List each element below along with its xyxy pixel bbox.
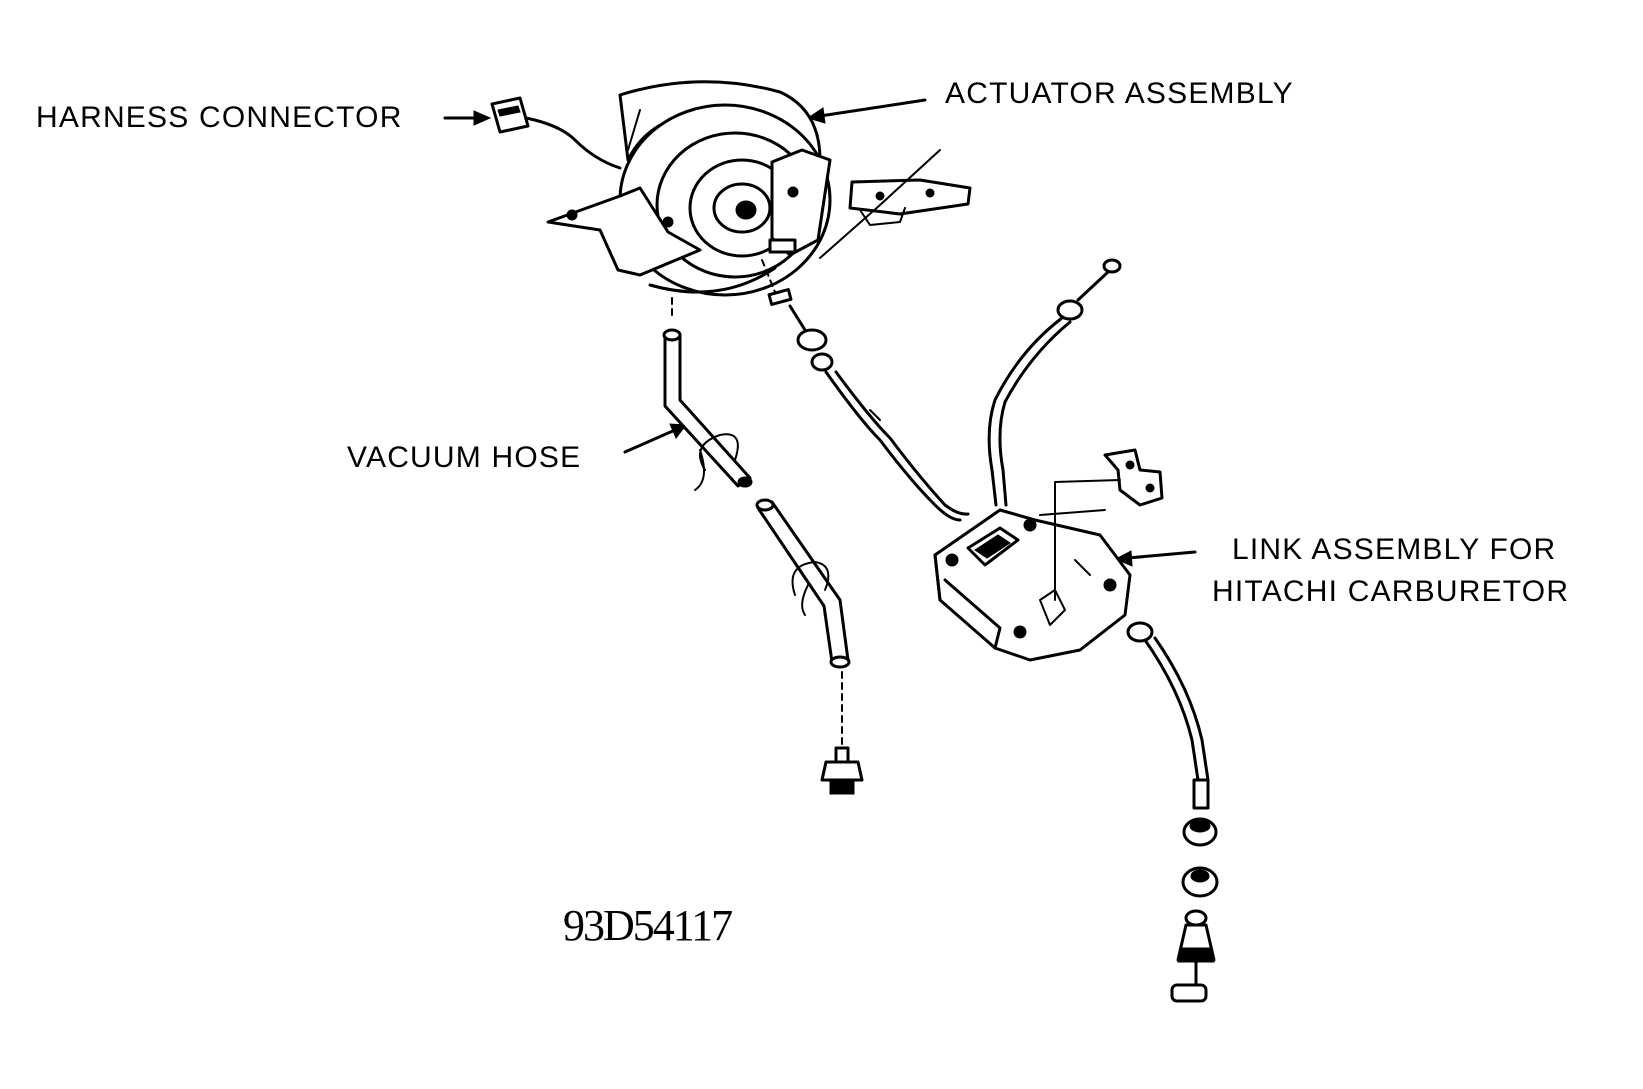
throttle-cable: [761, 259, 970, 522]
link-assembly-label-line1: LINK ASSEMBLY FOR: [1232, 533, 1557, 566]
vacuum-hose: [662, 297, 864, 795]
actuator-assembly-arrow: [806, 98, 927, 124]
accelerator-cable: [987, 258, 1122, 507]
link-assembly-label-line2: HITACHI CARBURETOR: [1212, 575, 1570, 608]
harness-connector: [490, 96, 622, 170]
harness-connector-arrow: [443, 110, 492, 126]
harness-connector-label: HARNESS CONNECTOR: [36, 101, 403, 134]
vacuum-hose-label: VACUUM HOSE: [347, 441, 582, 474]
link-assembly: [933, 448, 1164, 662]
actuator-assembly: [546, 80, 972, 297]
link-assembly-arrow: [1114, 550, 1197, 567]
figure-number: 93D54117: [563, 901, 733, 950]
actuator-assembly-label: ACTUATOR ASSEMBLY: [945, 77, 1294, 110]
vacuum-hose-arrow: [623, 423, 687, 454]
link-output-cable: [1126, 621, 1219, 1003]
